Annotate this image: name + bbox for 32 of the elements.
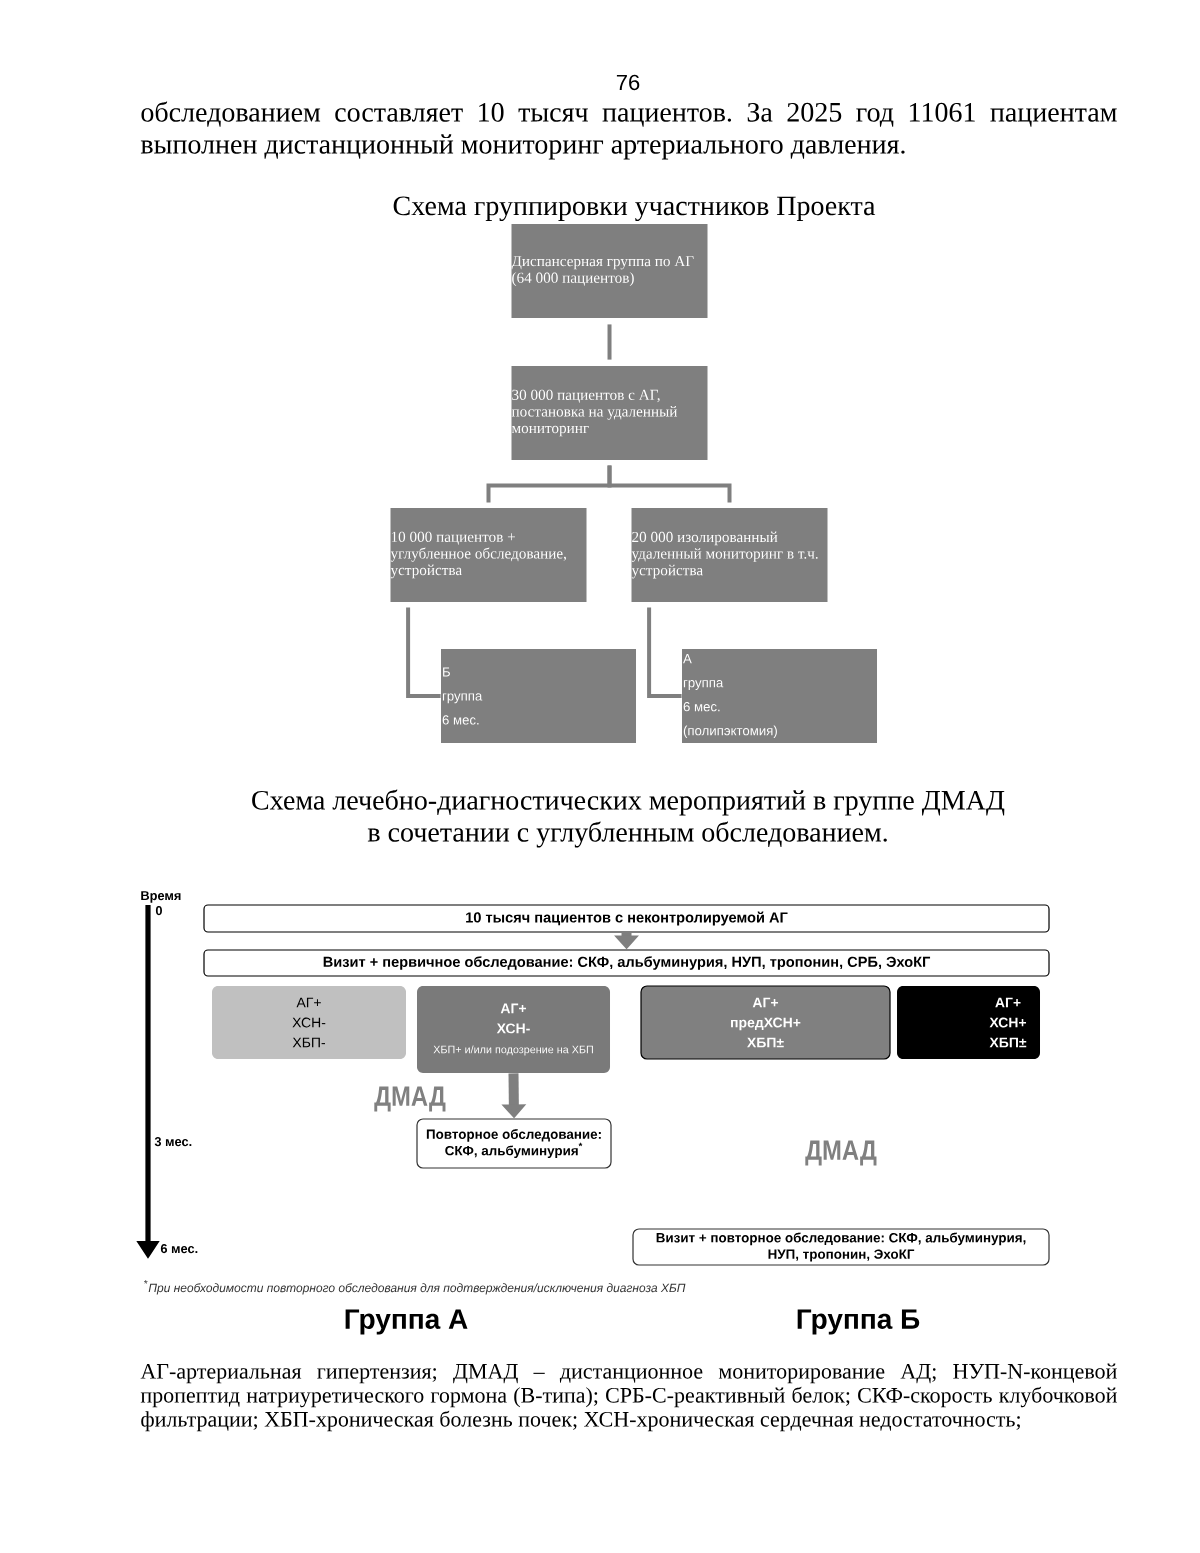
page-number: 76 bbox=[616, 74, 640, 91]
body-text: АГ-артериальная гипертензия; ДМАД – дистанционное мониторирование АД; НУП-N-концевой пропептид натриуретического гормона (B-типа); СРБ-С-реактивный белок; СКФ-скорость клубочковой фильтрации; ХБП-хроническая болезнь почек; ХСН-хроническая сердечная недостаточность; bbox=[140, 1363, 1117, 1432]
footnote: $^{*}$При необходимости повторного обследования для подтверждения/исключения диагноза ХБП bbox=[144, 1280, 686, 1295]
heading: Схема группировки участников Проекта bbox=[393, 196, 876, 222]
connector-line bbox=[607, 465, 732, 503]
connector-line bbox=[406, 607, 441, 698]
step-box: 10 тысяч пациентов с неконтролируемой АГ bbox=[203, 904, 1050, 933]
group-caption: Группа А bbox=[345, 1309, 468, 1335]
group-box: Диспансерная группа по АГ (64 000 пациентов) bbox=[511, 224, 708, 318]
connector-line bbox=[607, 324, 612, 360]
exam-box: Визит + повторное обследование: СКФ, альбуминурия, НУП, тропонин, ЭхоКГ bbox=[632, 1228, 1050, 1266]
axis-title: Время bbox=[141, 891, 181, 903]
subgroup-box: А группа 6 мес. (полипэктомия) bbox=[682, 649, 877, 743]
group-caption: Группа Б bbox=[797, 1309, 920, 1335]
category-box: АГ+ предХСН+ ХБП± bbox=[640, 985, 891, 1060]
category-box: АГ+ ХСН+ ХБП± bbox=[897, 986, 1040, 1059]
category-box: АГ+ ХСН- ХБП+ и/или подозрение на ХБП bbox=[417, 986, 610, 1073]
axis-tick-label: 0 bbox=[155, 906, 162, 916]
axis-tick-label: 6 мес. bbox=[160, 1244, 198, 1254]
group-box: 20 000 изолированный удаленный мониторинг в т.ч. устройства bbox=[631, 508, 828, 602]
category-box: АГ+ ХСН- ХБП- bbox=[212, 986, 406, 1059]
subgroup-box: Б группа 6 мес. bbox=[441, 649, 636, 743]
method-label: ДМАД bbox=[805, 1140, 877, 1166]
body-text: обследованием составляет 10 тысяч пациентов. За 2025 год 11061 пациентам выполнен дистанционный мониторинг артериального давления. bbox=[140, 101, 1117, 160]
method-label: ДМАД bbox=[374, 1086, 446, 1112]
heading: Схема лечебно-диагностических мероприятий в группе ДМАД в сочетании с углубленным обследованием. bbox=[252, 789, 1005, 848]
axis-tick-label: 3 мес. bbox=[154, 1137, 192, 1147]
exam-box: Повторное обследование: СКФ, альбуминурия$^{*}$ bbox=[416, 1118, 612, 1169]
connector-line bbox=[647, 607, 682, 698]
step-box: Визит + первичное обследование: СКФ, альбуминурия, НУП, тропонин, СРБ, ЭхоКГ bbox=[203, 949, 1050, 977]
group-box: 10 000 пациентов + углубленное обследование, устройства bbox=[390, 508, 587, 602]
group-box: 30 000 пациентов с АГ, постановка на удаленный мониторинг bbox=[511, 366, 708, 460]
